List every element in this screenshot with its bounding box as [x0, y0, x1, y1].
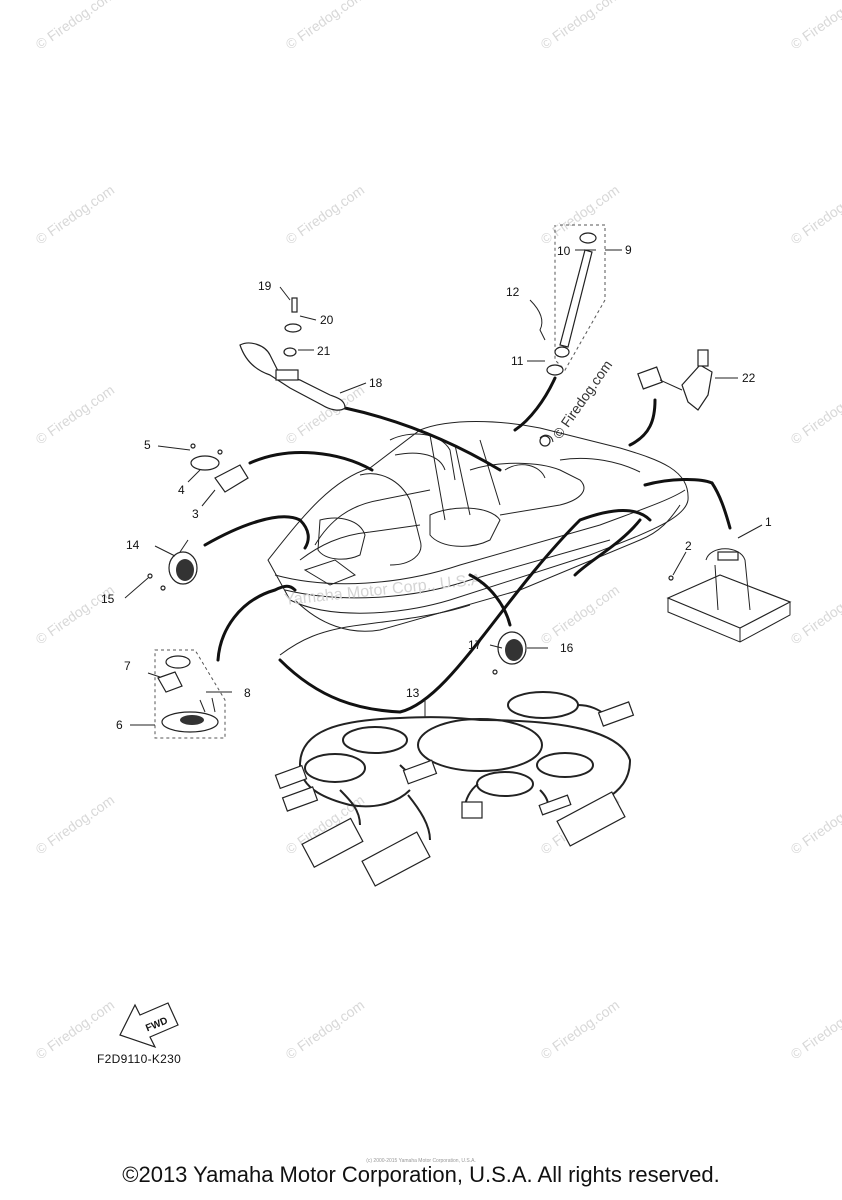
- connector-f: [538, 794, 572, 816]
- callout-13: 13: [406, 686, 420, 700]
- leader-lines: [203, 376, 732, 714]
- part-group-3-5: [157, 443, 249, 507]
- screw-2: [668, 575, 674, 581]
- bracket-plate: [275, 369, 299, 381]
- grommet-11: [546, 364, 564, 376]
- callout-15: 15: [101, 592, 115, 606]
- gasket-4: [190, 455, 220, 471]
- part-group-14-15: [124, 539, 198, 599]
- callout-16: 16: [560, 641, 574, 655]
- part-group-1-2: [666, 524, 792, 643]
- washer-20: [284, 323, 302, 333]
- screw-5: [190, 443, 196, 449]
- connector-g: [556, 791, 626, 847]
- part-group-6-8: [130, 649, 232, 739]
- watermark: © Firedog.com: [788, 0, 842, 52]
- base-hole: [180, 715, 204, 725]
- screw-5b: [217, 449, 223, 455]
- watermark: © Firedog.com: [538, 997, 623, 1063]
- callout-1: 1: [765, 515, 772, 529]
- watermark: © Firedog.com: [283, 0, 368, 52]
- callout-20: 20: [320, 313, 334, 327]
- callout-8: 8: [244, 686, 251, 700]
- callout-2: 2: [685, 539, 692, 553]
- light-lens-right: [505, 639, 523, 661]
- callout-9: 9: [625, 243, 632, 257]
- callout-17: 17: [468, 638, 482, 652]
- part-group-9-12: [527, 224, 622, 376]
- tiny-notice: (c) 2000-2015 Yamaha Motor Corporation, …: [366, 1158, 476, 1164]
- cover-3: [214, 464, 249, 493]
- callout-19: 19: [258, 279, 272, 293]
- connector-i: [361, 831, 431, 887]
- bracket-18: [239, 342, 346, 411]
- watermark: © Firedog.com: [538, 582, 623, 648]
- watermark: © Firedog.com: [788, 997, 842, 1063]
- boat-watermark: Yamaha Motor Corp., U.S.A.: [284, 571, 487, 609]
- watermark: © Firedog.com: [788, 182, 842, 248]
- bow-fitting: [539, 435, 551, 447]
- callout-12: 12: [506, 285, 520, 299]
- callout-18: 18: [369, 376, 383, 390]
- copyright-footer: ©2013 Yamaha Motor Corporation, U.S.A. A…: [122, 1162, 720, 1187]
- connector-a: [597, 701, 635, 727]
- harness-13: [274, 691, 635, 887]
- watermark-layer: © Firedog.com © Firedog.com © Firedog.co…: [33, 0, 842, 1062]
- callout-labels: 1 2 3 4 5 6 7 8 9 10 11 12 13 14 15 16 1…: [101, 243, 772, 732]
- connector-h: [301, 817, 364, 868]
- watermark: © Firedog.com: [788, 582, 842, 648]
- watermark: © Firedog.com: [788, 382, 842, 448]
- boat-hull: Yamaha Motor Corp., U.S.A.: [267, 421, 689, 632]
- fwd-arrow: FWD: [119, 1002, 179, 1049]
- screw-15b: [160, 585, 166, 591]
- hose-9: [559, 249, 593, 348]
- light-lens: [176, 559, 194, 581]
- watermark: © Firedog.com: [33, 182, 118, 248]
- cap-7: [157, 671, 183, 693]
- fwd-arrow-shape: [119, 1002, 179, 1049]
- watermark: © Firedog.com: [538, 0, 623, 52]
- watermark: © Firedog.com: [283, 182, 368, 248]
- nut-21: [283, 347, 297, 357]
- screw-17: [492, 669, 498, 675]
- fitting-11: [554, 346, 570, 358]
- watermark: © Firedog.com: [788, 792, 842, 858]
- callout-10: 10: [557, 244, 571, 258]
- watermark: © Firedog.com: [283, 997, 368, 1063]
- watermark: © Firedog.com: [33, 792, 118, 858]
- callout-3: 3: [192, 507, 199, 521]
- strap-buckle: [717, 551, 739, 561]
- bolt-19: [291, 297, 298, 313]
- ring-7: [165, 655, 191, 669]
- connector-22: [637, 366, 663, 390]
- callout-11: 11: [511, 354, 524, 368]
- callout-4: 4: [178, 483, 185, 497]
- sensor-tip: [697, 349, 709, 367]
- connector-b: [402, 759, 438, 785]
- connector-d: [281, 786, 319, 812]
- sensor-22: [681, 364, 713, 411]
- part-group-18-21: [239, 286, 367, 411]
- callout-21: 21: [317, 344, 331, 358]
- part-22: [637, 349, 738, 411]
- diagram-code: F2D9110-K230: [97, 1052, 182, 1066]
- connector-e: [461, 801, 483, 819]
- callout-14: 14: [126, 538, 140, 552]
- watermark: © Firedog.com: [33, 382, 118, 448]
- cap-10: [579, 232, 597, 244]
- callout-6: 6: [116, 718, 123, 732]
- watermark: © Firedog.com: [33, 0, 118, 52]
- callout-5: 5: [144, 438, 151, 452]
- part-group-16-17: [489, 631, 548, 675]
- callout-7: 7: [124, 659, 131, 673]
- connector-c: [274, 764, 308, 790]
- callout-22: 22: [742, 371, 756, 385]
- screw-15: [147, 573, 153, 579]
